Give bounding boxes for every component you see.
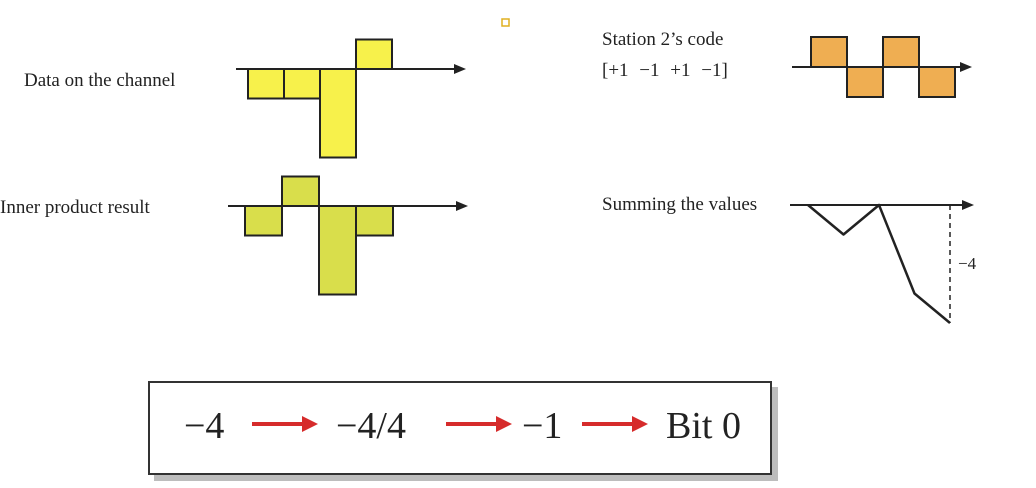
station-code-waveform	[792, 36, 972, 98]
inner-product-waveform	[228, 175, 468, 296]
waveform-bar	[318, 205, 357, 296]
waveform-bar	[918, 66, 956, 98]
summing-waveform	[790, 200, 974, 324]
inner-product-label: Inner product result	[0, 197, 150, 218]
axis-arrowhead	[960, 62, 972, 72]
data-channel-waveform	[236, 38, 466, 159]
summing-label: Summing the values	[602, 195, 761, 214]
arrow-right-icon	[446, 416, 512, 432]
waveform-bar	[355, 205, 394, 237]
axis-arrowhead	[962, 200, 974, 210]
arrow-right-icon	[582, 416, 648, 432]
waveform-bar	[810, 36, 848, 68]
waveform-bar	[319, 68, 357, 159]
waveform-bar	[846, 66, 884, 98]
axis-arrowhead	[456, 201, 468, 211]
waveform-bar	[882, 36, 920, 68]
waveform-bar	[244, 205, 283, 237]
station-code-values: [+1 −1 +1 −1]	[602, 60, 728, 81]
waveform-bar	[355, 38, 393, 70]
station-code-title: Station 2’s code	[602, 29, 724, 50]
result-sum: −4	[184, 405, 225, 447]
axis-arrowhead	[454, 64, 466, 74]
sum-value-label: −4	[958, 254, 977, 273]
result-box: −4 −4/4 −1 Bit 0	[148, 381, 772, 475]
waveform-bar	[283, 68, 321, 100]
result-division: −4/4	[336, 405, 406, 447]
cumulative-sum-line	[807, 203, 951, 324]
result-bit: Bit 0	[666, 405, 741, 447]
waveform-bar	[281, 175, 320, 207]
arrow-right-icon	[252, 416, 318, 432]
corner-marker-icon	[501, 18, 510, 27]
waveform-bar	[247, 68, 285, 100]
data-channel-label: Data on the channel	[24, 70, 176, 91]
result-normalized: −1	[522, 405, 563, 447]
